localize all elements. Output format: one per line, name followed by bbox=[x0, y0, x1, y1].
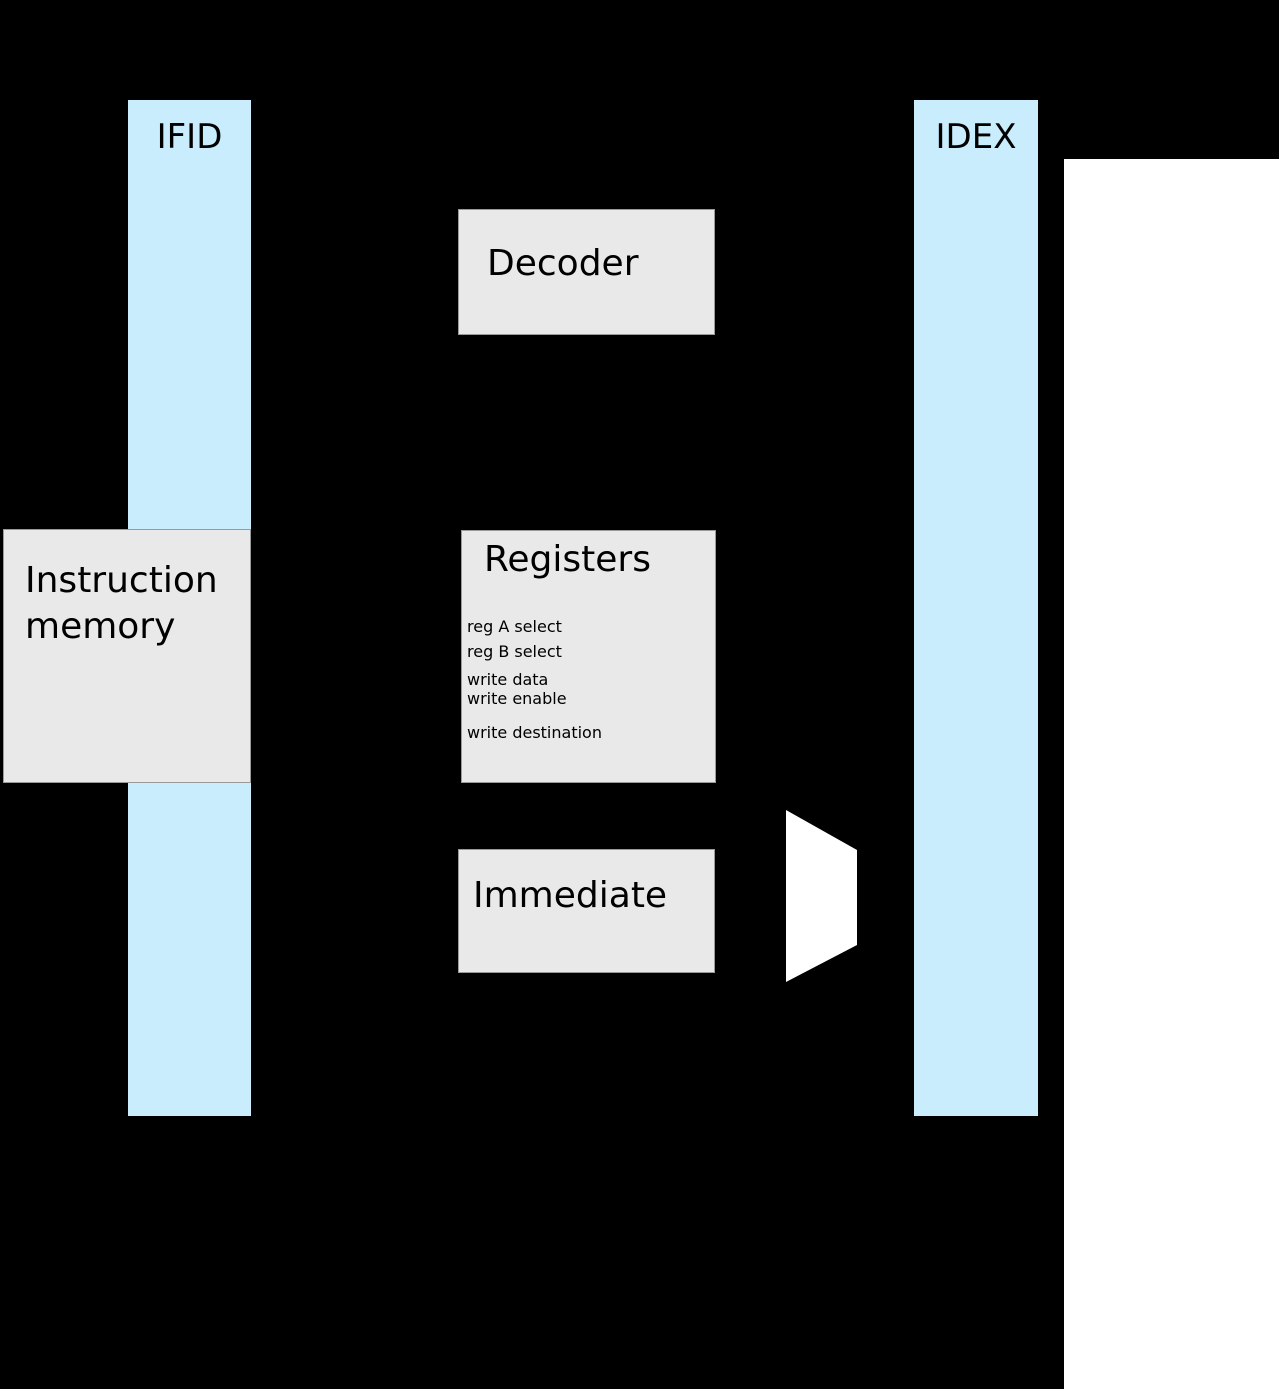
port-write-enable: write enable bbox=[467, 689, 567, 708]
pipeline-register-ifid-label: IFID bbox=[156, 117, 223, 157]
unit-immediate-title: Immediate bbox=[473, 875, 668, 916]
right-white-panel bbox=[1064, 159, 1279, 1389]
unit-decoder-title: Decoder bbox=[487, 243, 639, 284]
unit-immediate[interactable]: Immediate bbox=[458, 849, 715, 973]
port-write-data: write data bbox=[467, 670, 549, 689]
unit-instruction-memory-title: Instruction memory bbox=[25, 560, 218, 647]
port-reg-b-select: reg B select bbox=[467, 642, 562, 661]
unit-registers[interactable]: Registers reg A select reg B select writ… bbox=[461, 530, 716, 783]
operand-multiplexer[interactable] bbox=[780, 805, 866, 990]
port-reg-a-select: reg A select bbox=[467, 617, 562, 636]
unit-registers-title: Registers bbox=[484, 539, 651, 580]
unit-instruction-memory[interactable]: Instruction memory bbox=[3, 529, 251, 783]
multiplexer-shape bbox=[786, 810, 857, 982]
unit-decoder[interactable]: Decoder bbox=[458, 209, 715, 335]
port-write-destination: write destination bbox=[467, 723, 602, 742]
pipeline-register-idex-label: IDEX bbox=[935, 117, 1017, 157]
pipeline-register-idex[interactable]: IDEX bbox=[914, 100, 1038, 1116]
